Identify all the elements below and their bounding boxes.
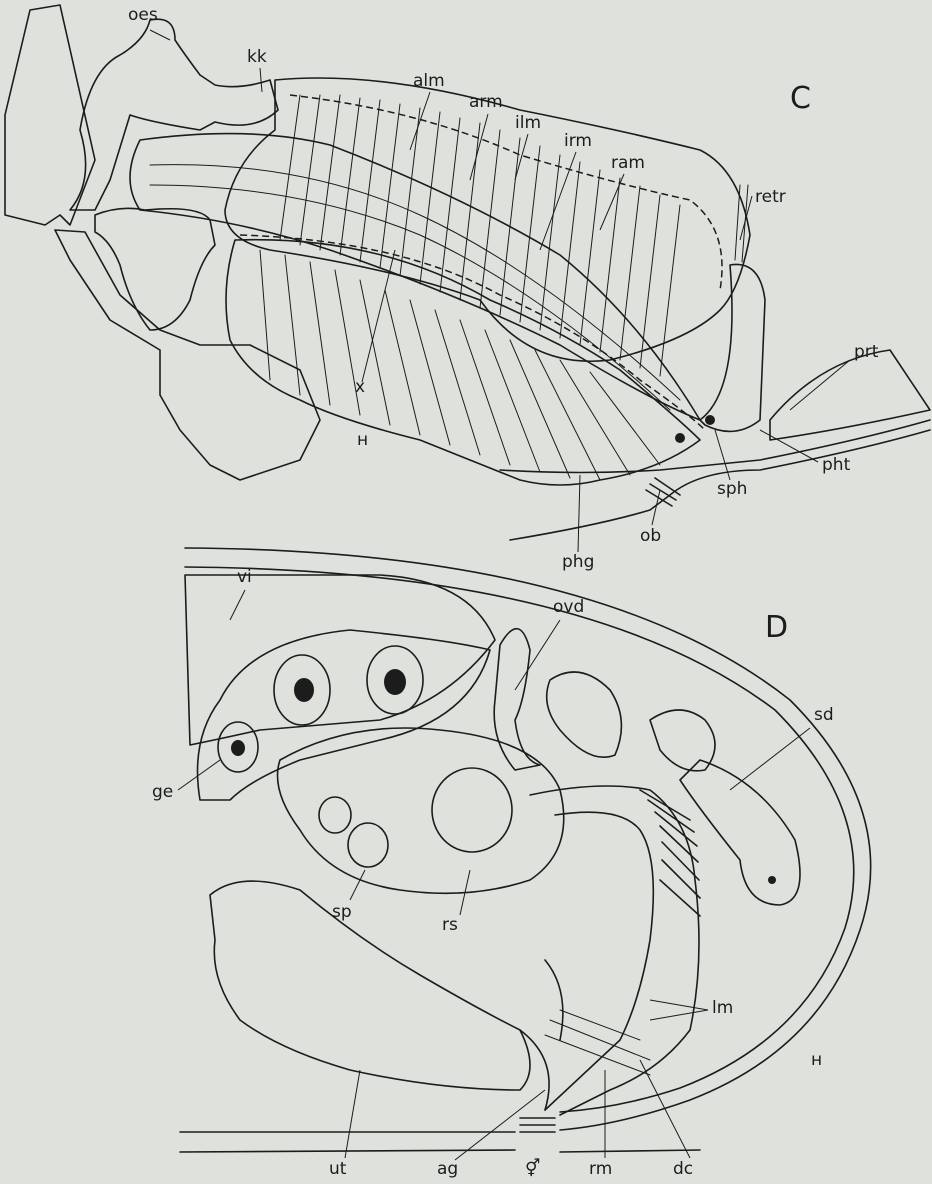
label-retr: retr [755, 187, 786, 207]
panel-c-letter: C [790, 81, 811, 116]
label-pht: pht [822, 455, 851, 475]
label-vi: vi [237, 567, 252, 587]
label-n-d: н [811, 1050, 822, 1070]
label-rm: rm [589, 1159, 612, 1179]
label-ge: ge [152, 782, 173, 802]
label-ag: ag [437, 1159, 458, 1179]
label-x: x [355, 377, 365, 397]
label-sd: sd [814, 705, 834, 725]
label-genital-pore: ⚥ [525, 1158, 540, 1179]
label-kk: kk [247, 47, 267, 67]
label-sph: sph [717, 479, 747, 499]
label-sp: sp [332, 902, 352, 922]
label-alm: alm [413, 71, 445, 91]
label-rs: rs [442, 915, 458, 935]
label-ovd: ovd [553, 597, 584, 617]
label-irm: irm [564, 131, 592, 151]
label-phg: phg [562, 552, 594, 572]
label-ut: ut [329, 1159, 347, 1179]
label-ilm: ilm [515, 113, 541, 133]
label-dc: dc [673, 1159, 693, 1179]
label-prt: prt [854, 342, 879, 362]
panel-d-letter: D [765, 610, 788, 645]
label-arm: arm [469, 92, 503, 112]
label-ram: ram [611, 153, 645, 173]
label-ob: ob [640, 526, 661, 546]
label-n-c: н [357, 430, 368, 450]
label-lm: lm [712, 998, 733, 1018]
label-oes: oes [128, 5, 158, 25]
